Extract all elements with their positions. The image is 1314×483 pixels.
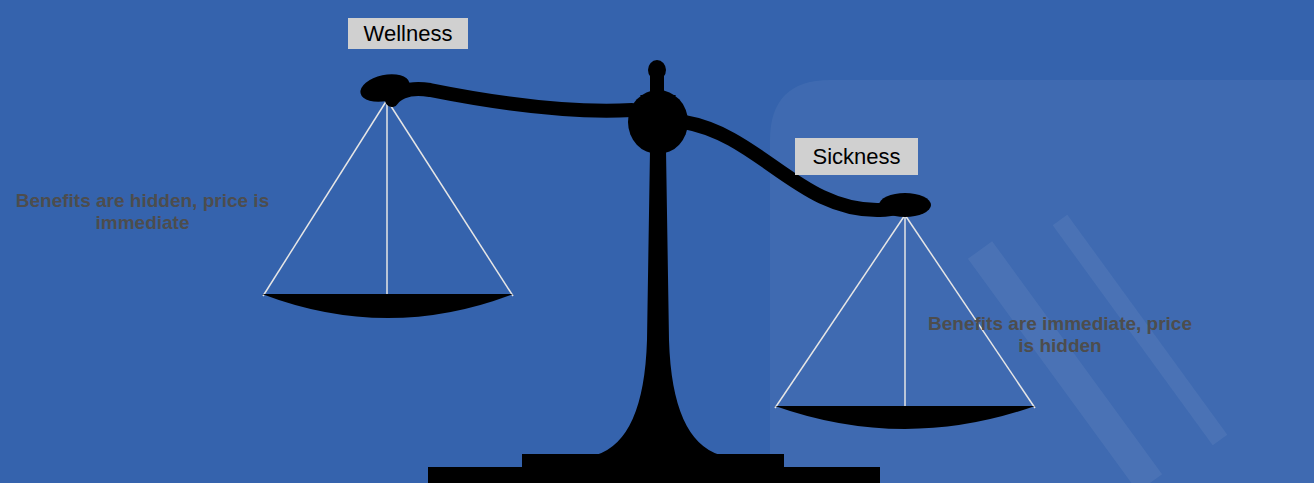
watermark — [980, 250, 1150, 483]
right-pan — [775, 406, 1035, 429]
finial — [648, 60, 666, 80]
label-box: Sickness — [795, 138, 918, 175]
box-text: Wellness — [364, 21, 453, 47]
box-text: Sickness — [812, 144, 900, 170]
left-knob — [358, 70, 412, 106]
side-note: Benefits are immediate, price is hidden — [925, 313, 1195, 357]
watermark — [770, 80, 1314, 483]
collar — [640, 95, 676, 105]
post — [596, 150, 720, 455]
string — [904, 215, 906, 410]
left-arm — [392, 89, 632, 111]
string — [775, 215, 905, 408]
left-pan — [262, 294, 513, 318]
right-knob — [879, 193, 931, 217]
string — [905, 215, 1035, 408]
string — [387, 100, 513, 296]
string — [386, 100, 388, 298]
side-note: Benefits are hidden, price is immediate — [0, 190, 285, 234]
label-box: Wellness — [348, 18, 468, 49]
scale-body — [262, 60, 1035, 483]
string — [263, 100, 387, 296]
base — [428, 467, 880, 483]
base-step — [522, 454, 784, 468]
